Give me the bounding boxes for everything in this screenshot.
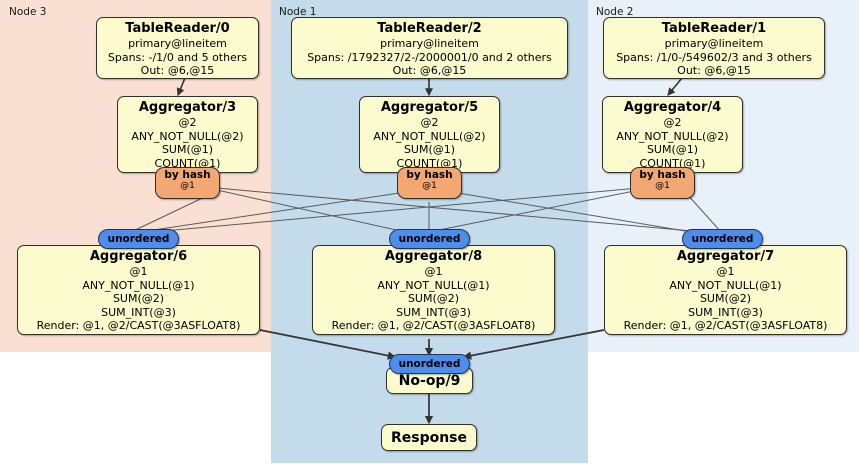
box-title: No-op/9 [398, 372, 461, 389]
box-title: Aggregator/4 [623, 100, 722, 115]
box-line: ANY_NOT_NULL(@2) [373, 129, 486, 143]
box-aggregator-7[interactable]: Aggregator/7 @1 ANY_NOT_NULL(@1) SUM(@2)… [604, 245, 847, 335]
badge-title: by hash [406, 169, 453, 181]
box-line: @2 [420, 116, 439, 129]
badge-subtitle: @1 [655, 181, 670, 191]
box-line: SUM(@1) [646, 143, 699, 156]
box-line: @1 [424, 265, 443, 278]
pill-label: unordered [398, 358, 461, 370]
box-line: COUNT(@1) [154, 156, 221, 170]
box-title: Aggregator/7 [676, 249, 775, 264]
box-title: TableReader/2 [377, 21, 482, 36]
box-title: Aggregator/8 [384, 249, 483, 264]
box-line: ANY_NOT_NULL(@1) [82, 278, 195, 292]
panel-label-node-3: Node 3 [9, 6, 47, 18]
badge-by-hash-center[interactable]: by hash @1 [397, 167, 462, 199]
pill-unordered-final[interactable]: unordered [389, 354, 470, 374]
box-aggregator-8[interactable]: Aggregator/8 @1 ANY_NOT_NULL(@1) SUM(@2)… [312, 245, 555, 335]
pill-label: unordered [398, 233, 461, 245]
box-line: SUM(@2) [112, 292, 165, 305]
badge-title: by hash [164, 169, 211, 181]
box-line: primary@lineitem [380, 37, 479, 50]
box-response[interactable]: Response [381, 424, 477, 451]
box-line: SUM(@1) [161, 143, 214, 156]
box-line: primary@lineitem [664, 37, 764, 50]
pill-label: unordered [107, 233, 170, 245]
box-line: Spans: /1792327/2-/2000001/0 and 2 other… [307, 50, 552, 64]
panel-label-node-1: Node 1 [279, 6, 317, 18]
pill-unordered-right[interactable]: unordered [682, 229, 763, 249]
box-line: @2 [663, 116, 682, 129]
box-line: primary@lineitem [128, 37, 227, 50]
pill-unordered-center[interactable]: unordered [389, 229, 470, 249]
box-line: SUM_INT(@3) [101, 305, 176, 319]
panel-label-node-2: Node 2 [596, 6, 634, 18]
box-title: TableReader/0 [125, 21, 230, 36]
box-line: @1 [129, 265, 148, 278]
box-line: ANY_NOT_NULL(@2) [616, 129, 729, 143]
badge-by-hash-right[interactable]: by hash @1 [630, 167, 695, 199]
badge-title: by hash [639, 169, 686, 181]
box-table-reader-2[interactable]: TableReader/2 primary@lineitem Spans: /1… [291, 17, 568, 79]
box-line: Render: @1, @2/CAST(@3ASFLOAT8) [36, 319, 241, 332]
box-line: @2 [178, 116, 197, 129]
pill-label: unordered [691, 233, 754, 245]
box-table-reader-1[interactable]: TableReader/1 primary@lineitem Spans: /1… [603, 17, 825, 79]
box-line: @1 [716, 265, 735, 278]
badge-subtitle: @1 [180, 181, 195, 191]
box-line: ANY_NOT_NULL(@2) [131, 129, 244, 143]
box-line: SUM_INT(@3) [688, 305, 763, 319]
box-line: SUM(@1) [403, 143, 456, 156]
box-line: ANY_NOT_NULL(@1) [377, 278, 490, 292]
box-title: Response [390, 429, 468, 446]
pill-unordered-left[interactable]: unordered [98, 229, 179, 249]
box-title: TableReader/1 [661, 21, 767, 36]
box-line: Out: @6,@15 [677, 64, 751, 77]
box-line: SUM_INT(@3) [396, 305, 471, 319]
box-title: Aggregator/5 [380, 100, 479, 115]
box-line: Spans: /1/0-/549602/3 and 3 others [616, 50, 812, 64]
box-line: ANY_NOT_NULL(@1) [669, 278, 782, 292]
box-line: COUNT(@1) [639, 156, 706, 170]
box-line: Spans: -/1/0 and 5 others [107, 50, 248, 64]
box-line: Render: @1, @2/CAST(@3ASFLOAT8) [623, 319, 828, 332]
box-table-reader-0[interactable]: TableReader/0 primary@lineitem Spans: -/… [96, 17, 259, 79]
box-aggregator-5[interactable]: Aggregator/5 @2 ANY_NOT_NULL(@2) SUM(@1)… [359, 96, 500, 173]
box-line: Out: @6,@15 [140, 64, 215, 77]
box-title: Aggregator/3 [138, 100, 237, 115]
box-line: COUNT(@1) [396, 156, 463, 170]
box-line: Out: @6,@15 [392, 64, 467, 77]
box-line: Render: @1, @2/CAST(@3ASFLOAT8) [331, 319, 536, 332]
box-aggregator-3[interactable]: Aggregator/3 @2 ANY_NOT_NULL(@2) SUM(@1)… [117, 96, 258, 173]
box-aggregator-6[interactable]: Aggregator/6 @1 ANY_NOT_NULL(@1) SUM(@2)… [17, 245, 260, 335]
box-line: SUM(@2) [407, 292, 460, 305]
box-aggregator-4[interactable]: Aggregator/4 @2 ANY_NOT_NULL(@2) SUM(@1)… [602, 96, 743, 173]
badge-by-hash-left[interactable]: by hash @1 [155, 167, 220, 199]
badge-subtitle: @1 [422, 181, 437, 191]
box-line: SUM(@2) [699, 292, 752, 305]
box-title: Aggregator/6 [89, 249, 188, 264]
